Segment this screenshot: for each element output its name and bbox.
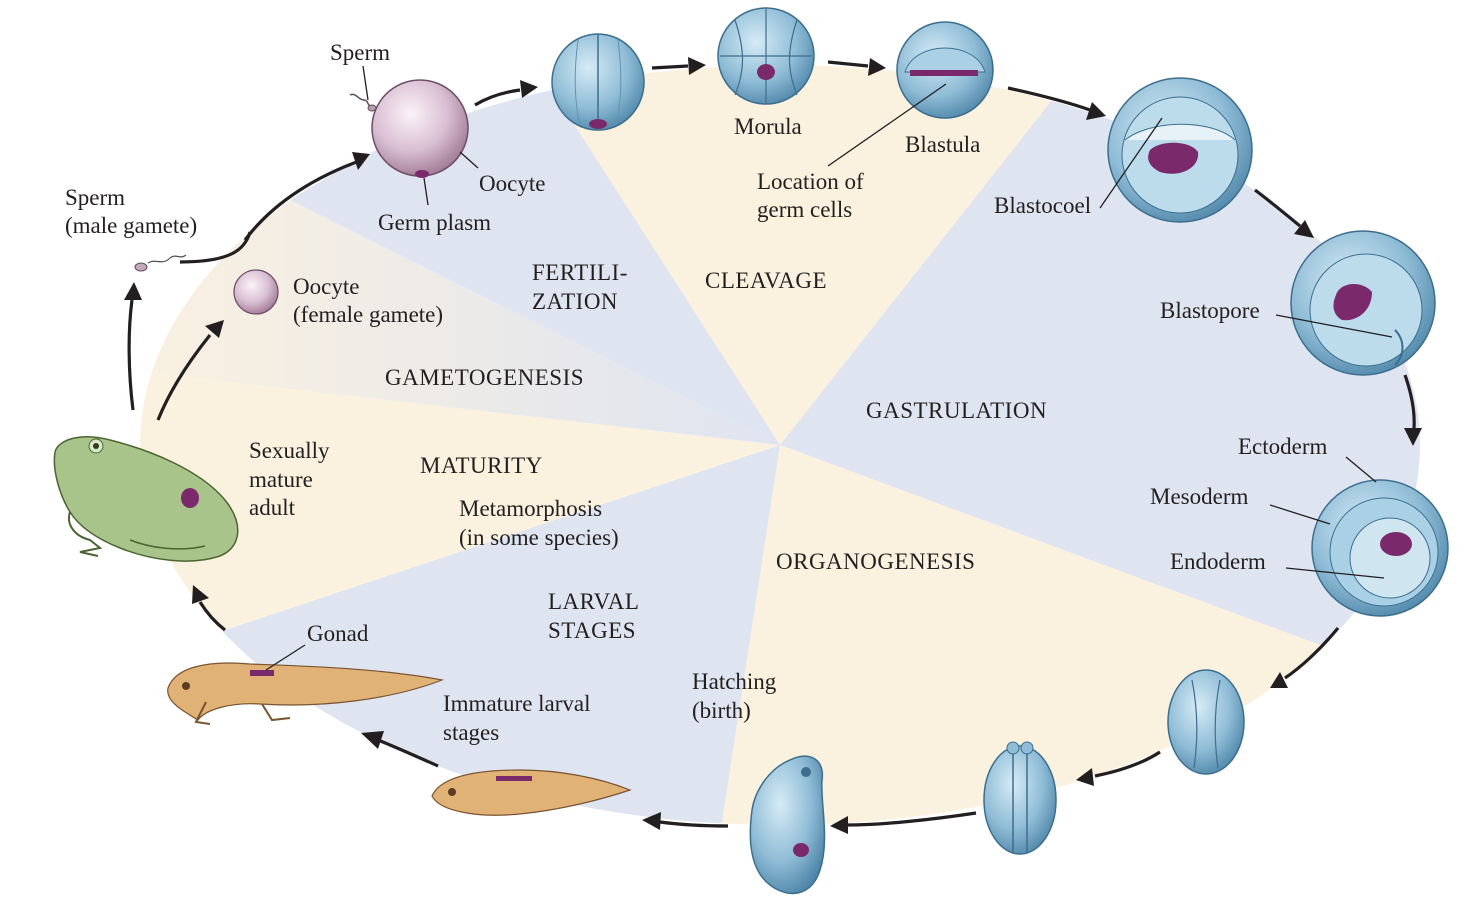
arrow-to-oocyte-female <box>205 320 224 338</box>
label-metamorphosis-line2: (in some species) <box>459 525 619 550</box>
arrow-neurula-2 <box>1076 768 1094 786</box>
sector-maturity <box>140 370 780 650</box>
arrow-to-sperm <box>124 282 142 300</box>
oocyte-illustration <box>371 79 469 178</box>
leader-sperm-top <box>362 65 369 101</box>
label-oocyte-female-line2: (female gamete) <box>293 302 443 327</box>
leader-mesoderm <box>1269 504 1331 525</box>
label-mesoderm: Mesoderm <box>1150 484 1248 509</box>
arrow-larva-2 <box>361 731 384 749</box>
stage-larval-line1: LARVAL <box>548 589 639 614</box>
sperm-illustration-male <box>134 254 187 272</box>
stage-organogenesis: ORGANOGENESIS <box>776 549 975 574</box>
arrow-to-blastula <box>868 58 886 76</box>
stage-gametogenesis: GAMETOGENESIS <box>385 365 584 390</box>
sector-cleavage <box>520 65 1060 445</box>
morula-embryo <box>717 7 815 105</box>
label-sperm-male-line1: Sperm <box>65 185 125 210</box>
arrow-gastrula-3 <box>1404 428 1422 446</box>
label-blastula: Blastula <box>905 132 980 157</box>
arrow-to-larva <box>642 812 661 830</box>
gastrula-germ-layers <box>1311 479 1449 617</box>
label-immature-line2: stages <box>443 720 499 745</box>
sperm-illustration-top <box>349 93 377 112</box>
leader-blastopore <box>1275 314 1393 338</box>
adult-frog <box>53 436 239 562</box>
neurula-early <box>1167 669 1245 775</box>
label-sperm-male-line2: (male gamete) <box>65 213 197 238</box>
gastrula-blastopore <box>1290 230 1436 376</box>
label-endoderm: Endoderm <box>1170 549 1266 574</box>
neurula-late <box>983 741 1057 855</box>
leader-blastocoel <box>1099 117 1163 209</box>
label-blastopore: Blastopore <box>1160 298 1260 323</box>
sector-gametogenesis <box>140 150 780 445</box>
label-blastocoel: Blastocoel <box>994 193 1091 218</box>
arrow-to-adult <box>192 585 209 604</box>
stage-larval-line2: STAGES <box>548 618 636 643</box>
arrow-to-cleavage <box>520 80 538 98</box>
label-sperm-top: Sperm <box>330 40 390 65</box>
arrow-to-morula <box>688 57 706 75</box>
arrow-to-tailbud <box>830 816 848 834</box>
blastula-embryo <box>896 21 994 119</box>
label-germ-plasm: Germ plasm <box>378 210 491 235</box>
leader-gonad <box>265 644 306 671</box>
label-hatching-line2: (birth) <box>692 698 751 723</box>
label-oocyte-top: Oocyte <box>479 171 545 196</box>
label-morula: Morula <box>734 114 802 139</box>
leader-ectoderm <box>1345 456 1377 483</box>
leader-germ-plasm <box>423 177 429 206</box>
stage-cleavage: CLEAVAGE <box>705 268 827 293</box>
tadpole-late <box>167 662 445 725</box>
stage-fertilization-line2: ZATION <box>532 289 618 314</box>
gastrula-early <box>1107 77 1253 223</box>
label-gonad: Gonad <box>307 621 369 646</box>
oocyte-female-illustration <box>233 269 279 315</box>
leader-endoderm <box>1285 567 1385 579</box>
label-germ-cells-line1: Location of <box>757 169 864 194</box>
leader-oocyte-top <box>459 151 479 169</box>
label-metamorphosis-line1: Metamorphosis <box>459 496 602 521</box>
arrow-to-oocyte <box>352 152 370 170</box>
label-germ-cells-line2: germ cells <box>757 197 852 222</box>
stage-fertilization-line1: FERTILI- <box>532 260 628 285</box>
label-hatching-line1: Hatching <box>692 669 777 694</box>
tadpole-early <box>431 769 632 816</box>
label-sexually-line3: adult <box>249 495 296 520</box>
arrow-gastrula-2 <box>1294 220 1314 238</box>
leader-germ-cells <box>827 83 947 167</box>
stage-maturity: MATURITY <box>420 453 543 478</box>
label-immature-line1: Immature larval <box>443 691 591 716</box>
label-ectoderm: Ectoderm <box>1238 434 1328 459</box>
tailbud-embryo <box>749 755 826 895</box>
two-cell-embryo <box>551 33 645 131</box>
label-oocyte-female-line1: Oocyte <box>293 274 359 299</box>
cycle-arrows <box>124 57 1422 834</box>
arrow-to-neurula <box>1270 672 1288 688</box>
label-sexually-line2: mature <box>249 467 313 492</box>
arrow-to-gastrula <box>1086 102 1106 120</box>
label-sexually-line1: Sexually <box>249 438 330 463</box>
stage-gastrulation: GASTRULATION <box>866 398 1047 423</box>
